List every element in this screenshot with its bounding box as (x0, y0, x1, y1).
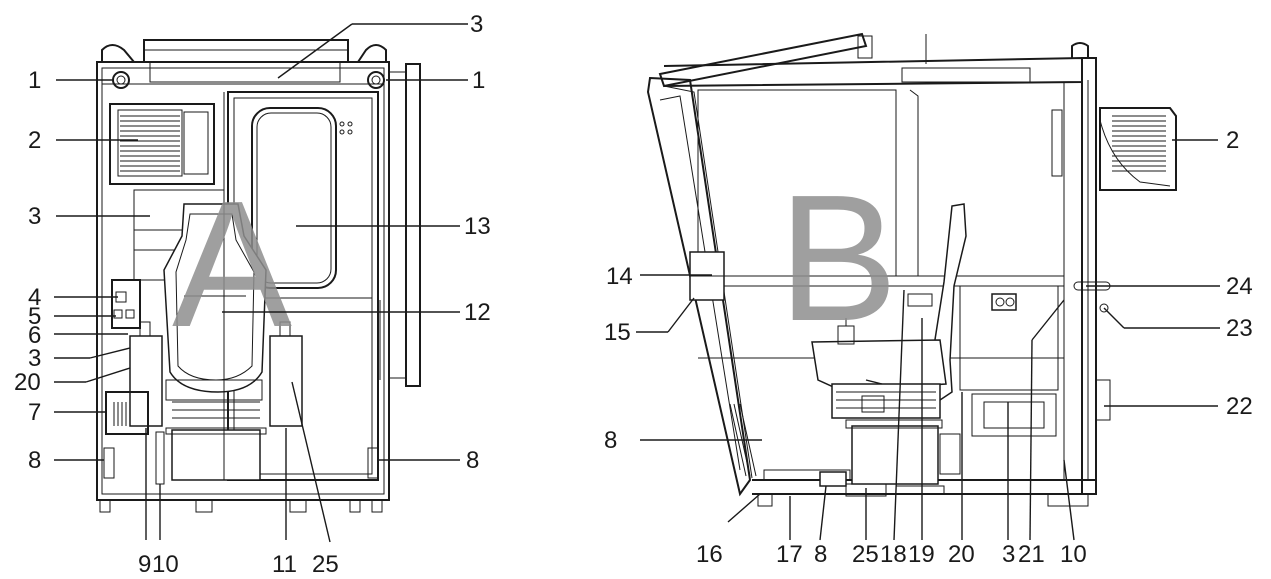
callout-a-left-2: 2 (28, 127, 41, 154)
callout-a-left-8: 8 (28, 447, 41, 474)
callout-a-right-12: 12 (464, 299, 491, 326)
callout-b-bottom-3: 3 (1002, 541, 1015, 568)
callout-b-bottom-16: 16 (696, 541, 723, 568)
callout-b-right-2: 2 (1226, 127, 1239, 154)
ac-unit (109, 103, 215, 185)
door-window (251, 107, 337, 289)
callout-labels: 3 1 1 2 3 13 4 5 12 6 3 20 7 8 8 9 10 11… (14, 11, 1253, 578)
storage-box-b (971, 393, 1057, 437)
corner-pulley-left (112, 71, 130, 89)
console-right (269, 335, 303, 427)
callout-b-bottom-18: 18 (880, 541, 907, 568)
lifting-eye-right (357, 44, 387, 63)
callout-b-left-8: 8 (604, 427, 617, 454)
callout-b-right-22: 22 (1226, 393, 1253, 420)
seat-base-b (851, 425, 939, 485)
ac-grille-b (1112, 115, 1166, 172)
lifting-eye-b (1071, 42, 1089, 58)
callout-a-bottom-9: 9 (138, 551, 151, 578)
callout-b-bottom-17: 17 (776, 541, 803, 568)
callout-a-bottom-11: 11 (272, 551, 297, 578)
heater-grille (113, 402, 131, 426)
callout-b-bottom-20: 20 (948, 541, 975, 568)
callout-a-bottom-10: 10 (152, 551, 179, 578)
rear-post-b (1081, 57, 1097, 495)
callout-a-left-3: 3 (28, 203, 41, 230)
callout-a-left-5: 5 (28, 303, 41, 330)
callout-b-bottom-19: 19 (908, 541, 935, 568)
callout-a-left-3b: 3 (28, 345, 41, 372)
roof-hatch (143, 39, 349, 62)
callout-b-left-15: 15 (604, 319, 631, 346)
seat (163, 203, 267, 393)
raised-hatch (658, 32, 868, 88)
seat-suspension-b (831, 383, 941, 419)
callout-a-right-1: 1 (472, 67, 485, 94)
callout-b-bottom-25: 25 (852, 541, 879, 568)
callout-b-right-24: 24 (1226, 273, 1253, 300)
ac-grille (120, 115, 180, 172)
callout-a-top-3: 3 (470, 11, 483, 38)
lifting-eye-left (101, 44, 135, 63)
view-a-front: A (96, 39, 421, 513)
callout-a-right-8: 8 (466, 447, 479, 474)
front-frame-b (646, 76, 752, 497)
switch-box (111, 279, 141, 329)
callout-a-left-20: 20 (14, 369, 41, 396)
heater-box (105, 391, 149, 435)
latch-left (103, 447, 115, 479)
callout-a-left-4: 4 (28, 284, 41, 311)
handrail-right (405, 63, 421, 387)
callout-b-bottom-10: 10 (1060, 541, 1087, 568)
console-left (129, 335, 163, 427)
view-b-side: B (646, 32, 1177, 507)
callout-a-left-1: 1 (28, 67, 41, 94)
latch-right (367, 447, 379, 479)
callout-b-bottom-8: 8 (814, 541, 827, 568)
seat-base (171, 429, 261, 481)
leader-lines-a (54, 23, 468, 543)
view-letter-a: A (172, 164, 292, 365)
corner-pulley-right (367, 71, 385, 89)
callout-b-left-14: 14 (606, 263, 633, 290)
callout-a-bottom-25: 25 (312, 551, 339, 578)
callout-a-left-6: 6 (28, 322, 41, 349)
callout-a-right-13: 13 (464, 213, 491, 240)
rear-panel-b (959, 285, 1059, 391)
callout-a-left-7: 7 (28, 399, 41, 426)
callout-b-bottom-21: 21 (1018, 541, 1045, 568)
step-b (819, 471, 847, 487)
callout-b-right-23: 23 (1226, 315, 1253, 342)
view-letter-b: B (778, 158, 898, 359)
leader-lines-b (636, 139, 1220, 541)
ac-unit-b (1099, 107, 1177, 191)
